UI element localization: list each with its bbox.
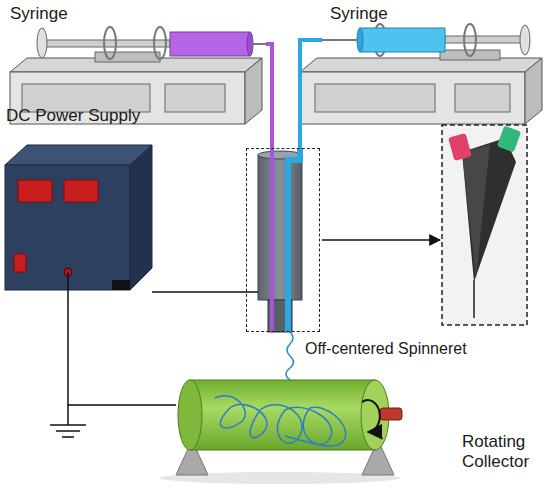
- syringe-pump: [300, 24, 542, 124]
- power-supply: [5, 145, 152, 294]
- spinneret-photo: [442, 125, 527, 325]
- ground-symbol: [50, 405, 86, 437]
- voltage-wire: [152, 291, 246, 293]
- spinneret-label: Off-centered Spinneret: [305, 339, 467, 358]
- ground-wire: [68, 294, 176, 405]
- pump-label: Syringe: [10, 4, 68, 24]
- collector-node: Rotating Collector: [176, 378, 546, 483]
- syringe-pump-node: Syringe: [322, 4, 546, 128]
- fiber-jet: [281, 332, 294, 398]
- collector-label: Rotating Collector: [462, 432, 546, 473]
- leader-arrow: [322, 239, 440, 241]
- spinneret-node: Off-centered Spinneret: [246, 148, 320, 332]
- polymer-tube: [266, 44, 272, 148]
- pump-label: Syringe: [330, 4, 388, 24]
- polymer-tube: [300, 40, 322, 148]
- supply-label: DC Power Supply: [6, 106, 140, 126]
- power-supply-node: DC Power Supply: [4, 108, 152, 294]
- spinneret: [246, 148, 302, 332]
- rotating-collector: [160, 380, 402, 484]
